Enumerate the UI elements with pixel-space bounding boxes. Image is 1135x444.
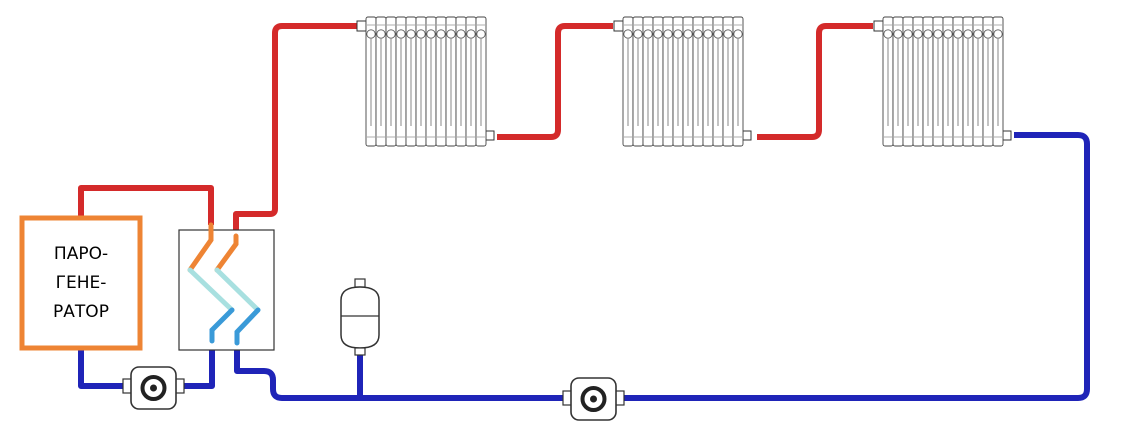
heat-exchanger-channel-right-warm [214, 267, 261, 313]
secondary-return-pipe [234, 132, 1090, 401]
supply-pipe-rad1-rad2 [497, 23, 613, 140]
heat-exchanger-channel-right-hot [214, 233, 239, 273]
radiator-1 [356, 16, 495, 147]
heat-exchanger-channel-left-cool [209, 307, 235, 344]
heat-exchanger-channel-left-warm [187, 267, 235, 313]
radiator-3 [873, 16, 1012, 147]
heat-exchanger-channel-left-hot [187, 222, 214, 273]
secondary-supply-pipe [233, 23, 358, 236]
heat-exchanger-channel-right-cool [234, 307, 261, 346]
primary-return-pipe [78, 341, 215, 389]
pump-secondary [562, 377, 625, 421]
radiator-2 [613, 16, 752, 147]
supply-pipe-rad2-rad3 [757, 23, 873, 140]
pump-primary [122, 366, 185, 410]
expansion-tank [340, 278, 380, 356]
primary-supply-pipe [78, 185, 214, 225]
steam-generator [19, 215, 143, 351]
heat-exchanger [178, 229, 275, 351]
